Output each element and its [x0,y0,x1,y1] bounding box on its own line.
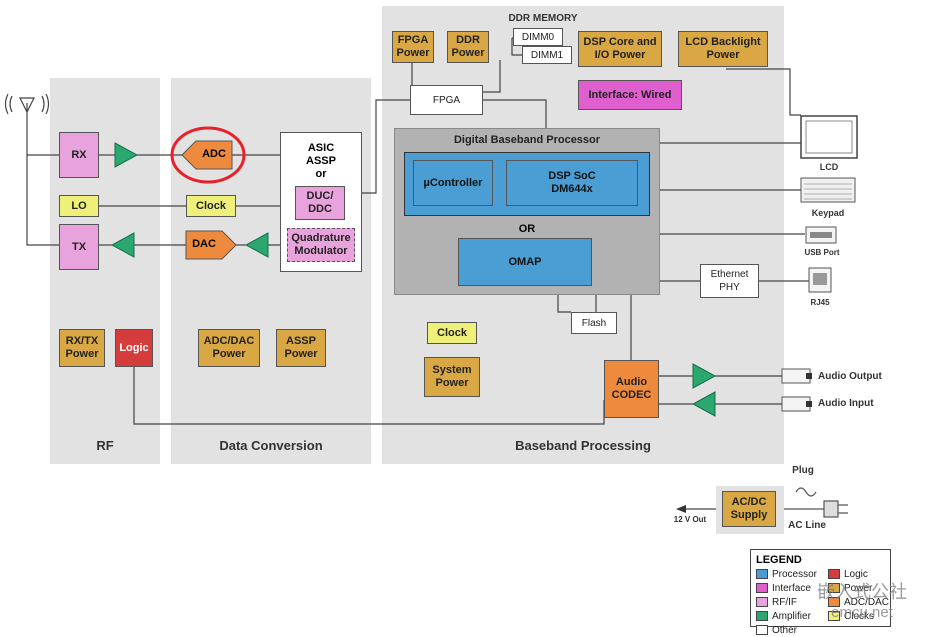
legend-swatch [828,569,840,579]
logic-block[interactable]: Logic [115,329,153,367]
ddr-memory-label: DDR MEMORY [508,13,578,24]
audio-jack-icons [781,368,811,412]
legend-label: RF/IF [772,596,797,608]
audio-out-amplifier-icon [692,363,717,389]
legend-label: Logic [844,568,868,580]
data-conversion-section-label: Data Conversion [219,438,323,453]
legend-label: Amplifier [772,610,811,622]
dsp-soc-block[interactable]: DSP SoC DM644x [506,160,638,206]
legend-item: RF/IF [756,595,828,609]
legend-title: LEGEND [756,554,802,566]
ethernet-phy-block[interactable]: Ethernet PHY [700,264,759,298]
acdc-supply-block[interactable]: AC/DC Supply [722,491,776,527]
interface-wired-block[interactable]: Interface: Wired [578,80,682,110]
audio-in-amplifier-icon [691,391,716,417]
rx-amplifier-icon [114,142,139,168]
legend-item: Clocks [828,609,890,623]
system-power-block[interactable]: System Power [424,357,480,397]
rf-section-label: RF [96,438,114,453]
lcd-icon [800,115,858,159]
tx-amplifier-icon [110,232,135,258]
ac-line-label: AC Line [788,520,826,531]
dac-shape [185,230,237,260]
legend-swatch [756,625,768,635]
plug-icon [784,487,848,518]
omap-block[interactable]: OMAP [458,238,592,286]
adc-shape [181,140,233,170]
usb-port-label: USB Port [804,248,840,257]
legend-label: Clocks [844,610,875,622]
bb-clock-block[interactable]: Clock [427,322,477,344]
audio-output-label: Audio Output [818,371,882,382]
legend-item: ADC/DAC [828,595,890,609]
fpga-block[interactable]: FPGA [410,85,483,115]
adcdac-power-block[interactable]: ADC/DAC Power [198,329,260,367]
dbp-title: Digital Baseband Processor [453,134,601,146]
legend-item: Processor [756,567,828,581]
duc-ddc-block[interactable]: DUC/ DDC [295,186,345,220]
dac-amplifier-icon [244,232,269,258]
adc-label[interactable]: ADC [202,148,226,160]
audio-input-label: Audio Input [818,398,874,409]
watermark-line1: 嵌入式公社 [817,582,907,603]
legend-swatch [756,611,768,621]
audio-codec-block[interactable]: Audio CODEC [604,360,659,418]
watermark-line2: emcu.net [831,604,893,621]
legend-swatch [756,569,768,579]
dsp-core-power-block[interactable]: DSP Core and I/O Power [578,31,662,67]
rj45-label: RJ45 [810,298,830,307]
plug-label: Plug [792,465,814,476]
legend-item: Other [756,623,828,637]
legend-swatch [828,597,840,607]
rj45-icon [808,267,832,293]
rx-block[interactable]: RX [59,132,99,178]
legend-item: Amplifier [756,609,828,623]
asic-label: ASIC ASSP or [306,142,336,180]
dac-label[interactable]: DAC [192,238,216,250]
lo-block[interactable]: LO [59,195,99,217]
legend-label: Other [772,624,798,636]
legend-label: ADC/DAC [844,596,890,608]
keypad-label: Keypad [811,208,845,218]
legend-label: Power [844,582,873,594]
legend-item: Power [828,581,890,595]
dimm0-block[interactable]: DIMM0 [513,28,563,46]
watermark: 嵌入式公社 emcu.net [802,578,922,621]
clock-block[interactable]: Clock [186,195,236,217]
quadrature-modulator-block[interactable]: Quadrature Modulator [287,228,355,262]
adc-highlight-circle [170,126,246,184]
keypad-icon [800,177,856,203]
or-label: OR [518,223,536,235]
ddr-power-block[interactable]: DDR Power [447,31,489,63]
legend-swatch [828,583,840,593]
legend-swatch [756,583,768,593]
legend-item: Logic [828,567,890,581]
flash-block[interactable]: Flash [571,312,617,334]
tx-block[interactable]: TX [59,224,99,270]
legend-swatch [828,611,840,621]
twelve-v-out-label: 12 V Out [673,515,707,524]
rxtx-power-block[interactable]: RX/TX Power [59,329,105,367]
legend-swatch [756,597,768,607]
dimm1-block[interactable]: DIMM1 [522,46,572,64]
lcd-backlight-power-block[interactable]: LCD Backlight Power [678,31,768,67]
legend-item: Interface [756,581,828,595]
legend-label: Interface [772,582,811,594]
ucontroller-block[interactable]: µController [413,160,493,206]
baseband-section-label: Baseband Processing [515,438,651,453]
assp-power-block[interactable]: ASSP Power [276,329,326,367]
usb-port-icon [805,226,837,244]
lcd-label: LCD [819,162,839,172]
fpga-power-block[interactable]: FPGA Power [392,31,434,63]
legend-label: Processor [772,568,818,580]
